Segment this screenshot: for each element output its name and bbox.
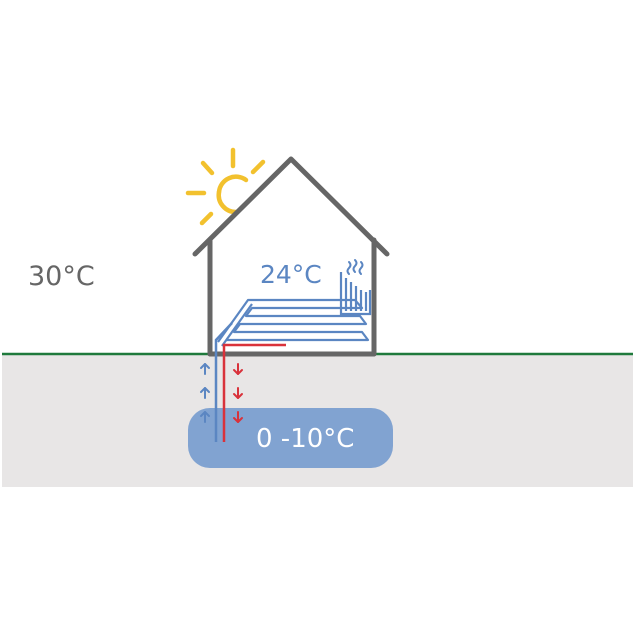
arrow-up-icon [200,363,210,423]
ground-temperature-label: 0 -10°C [256,424,354,454]
outdoor-temperature-label: 30°C [28,261,95,292]
ground-heat-reservoir [188,408,393,468]
arrow-down-icon [233,363,243,423]
house-outline [192,156,390,357]
sun-icon [185,147,266,226]
heat-wave-icon [346,259,364,275]
cool-return-pipe [214,322,233,442]
warm-supply-pipe [222,343,286,442]
indoor-temperature-label: 24°C [260,260,322,289]
ground-loop-pipes [214,322,286,442]
radiator-icon [339,272,372,316]
